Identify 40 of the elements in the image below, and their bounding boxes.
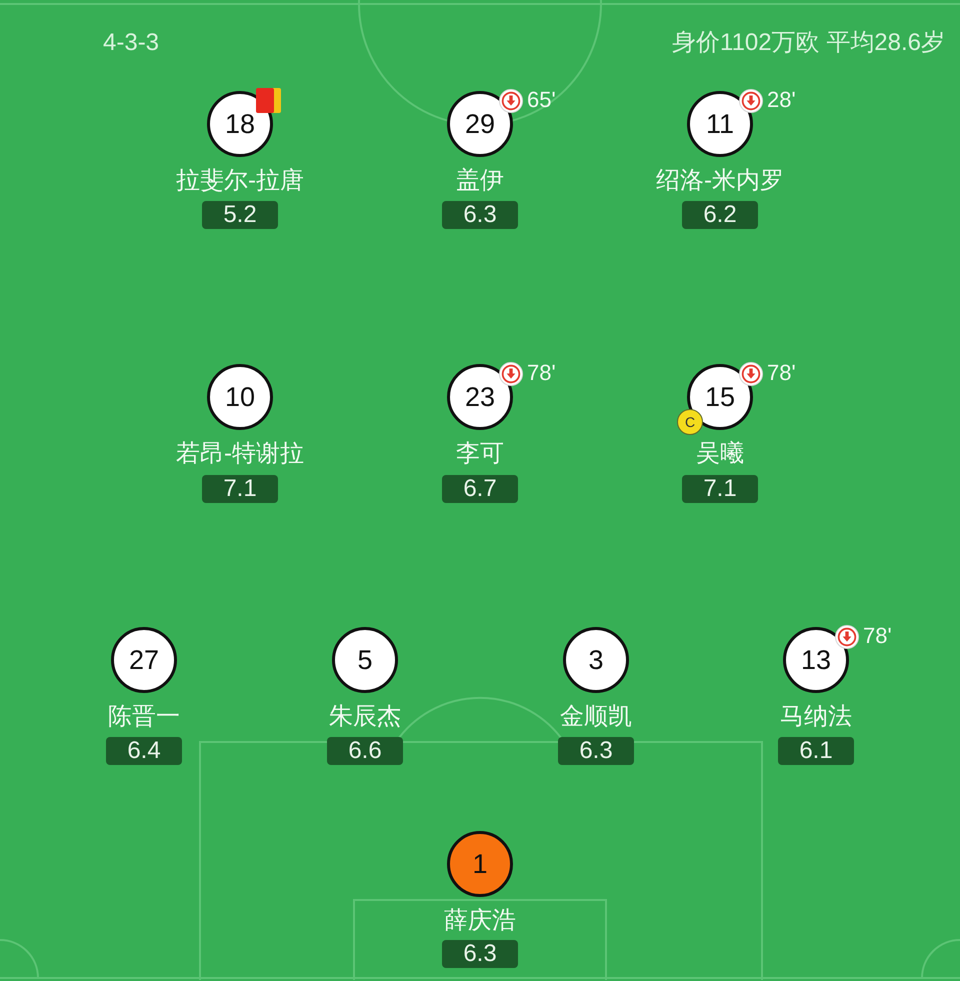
- player-circle: 18: [207, 91, 273, 157]
- player-circle: 29: [447, 91, 513, 157]
- player-name: 金顺凯: [560, 703, 632, 731]
- player-name: 吴曦: [696, 440, 744, 468]
- player-circle: 13: [783, 627, 849, 693]
- player-name: 马纳法: [780, 703, 852, 731]
- rating-badge: 6.3: [442, 201, 518, 229]
- player-circle: 5: [332, 627, 398, 693]
- player-circle: 1: [447, 831, 513, 897]
- player-name: 李可: [456, 440, 504, 468]
- player-name: 绍洛-米内罗: [656, 167, 784, 195]
- player-circle: 27: [111, 627, 177, 693]
- rating-badge: 5.2: [202, 201, 278, 229]
- player-circle: 3: [563, 627, 629, 693]
- player-circle: 11: [687, 91, 753, 157]
- rating-badge: 6.2: [682, 201, 758, 229]
- substitution-minute: 65': [527, 88, 556, 112]
- player-circle: 23: [447, 364, 513, 430]
- rating-badge: 6.1: [778, 737, 854, 765]
- substitution-minute: 78': [527, 361, 556, 385]
- player-name: 朱辰杰: [329, 703, 401, 731]
- rating-badge: 6.4: [106, 737, 182, 765]
- player-name: 若昂-特谢拉: [176, 440, 304, 468]
- captain-badge: C: [677, 409, 703, 435]
- player-name: 陈晋一: [108, 703, 180, 731]
- rating-badge: 6.3: [442, 940, 518, 968]
- formation-label: 4-3-3: [103, 29, 160, 57]
- rating-badge: 7.1: [682, 475, 758, 503]
- player-name: 薛庆浩: [444, 907, 516, 935]
- squad-value-label: 身价1102万欧 平均28.6岁: [672, 29, 945, 57]
- rating-badge: 6.6: [327, 737, 403, 765]
- rating-badge: 7.1: [202, 475, 278, 503]
- substitution-minute: 78': [863, 624, 892, 648]
- rating-badge: 6.3: [558, 737, 634, 765]
- rating-badge: 6.7: [442, 475, 518, 503]
- substitution-minute: 28': [767, 88, 796, 112]
- player-name: 盖伊: [456, 167, 504, 195]
- player-name: 拉斐尔-拉唐: [176, 167, 304, 195]
- substitution-minute: 78': [767, 361, 796, 385]
- player-circle: 10: [207, 364, 273, 430]
